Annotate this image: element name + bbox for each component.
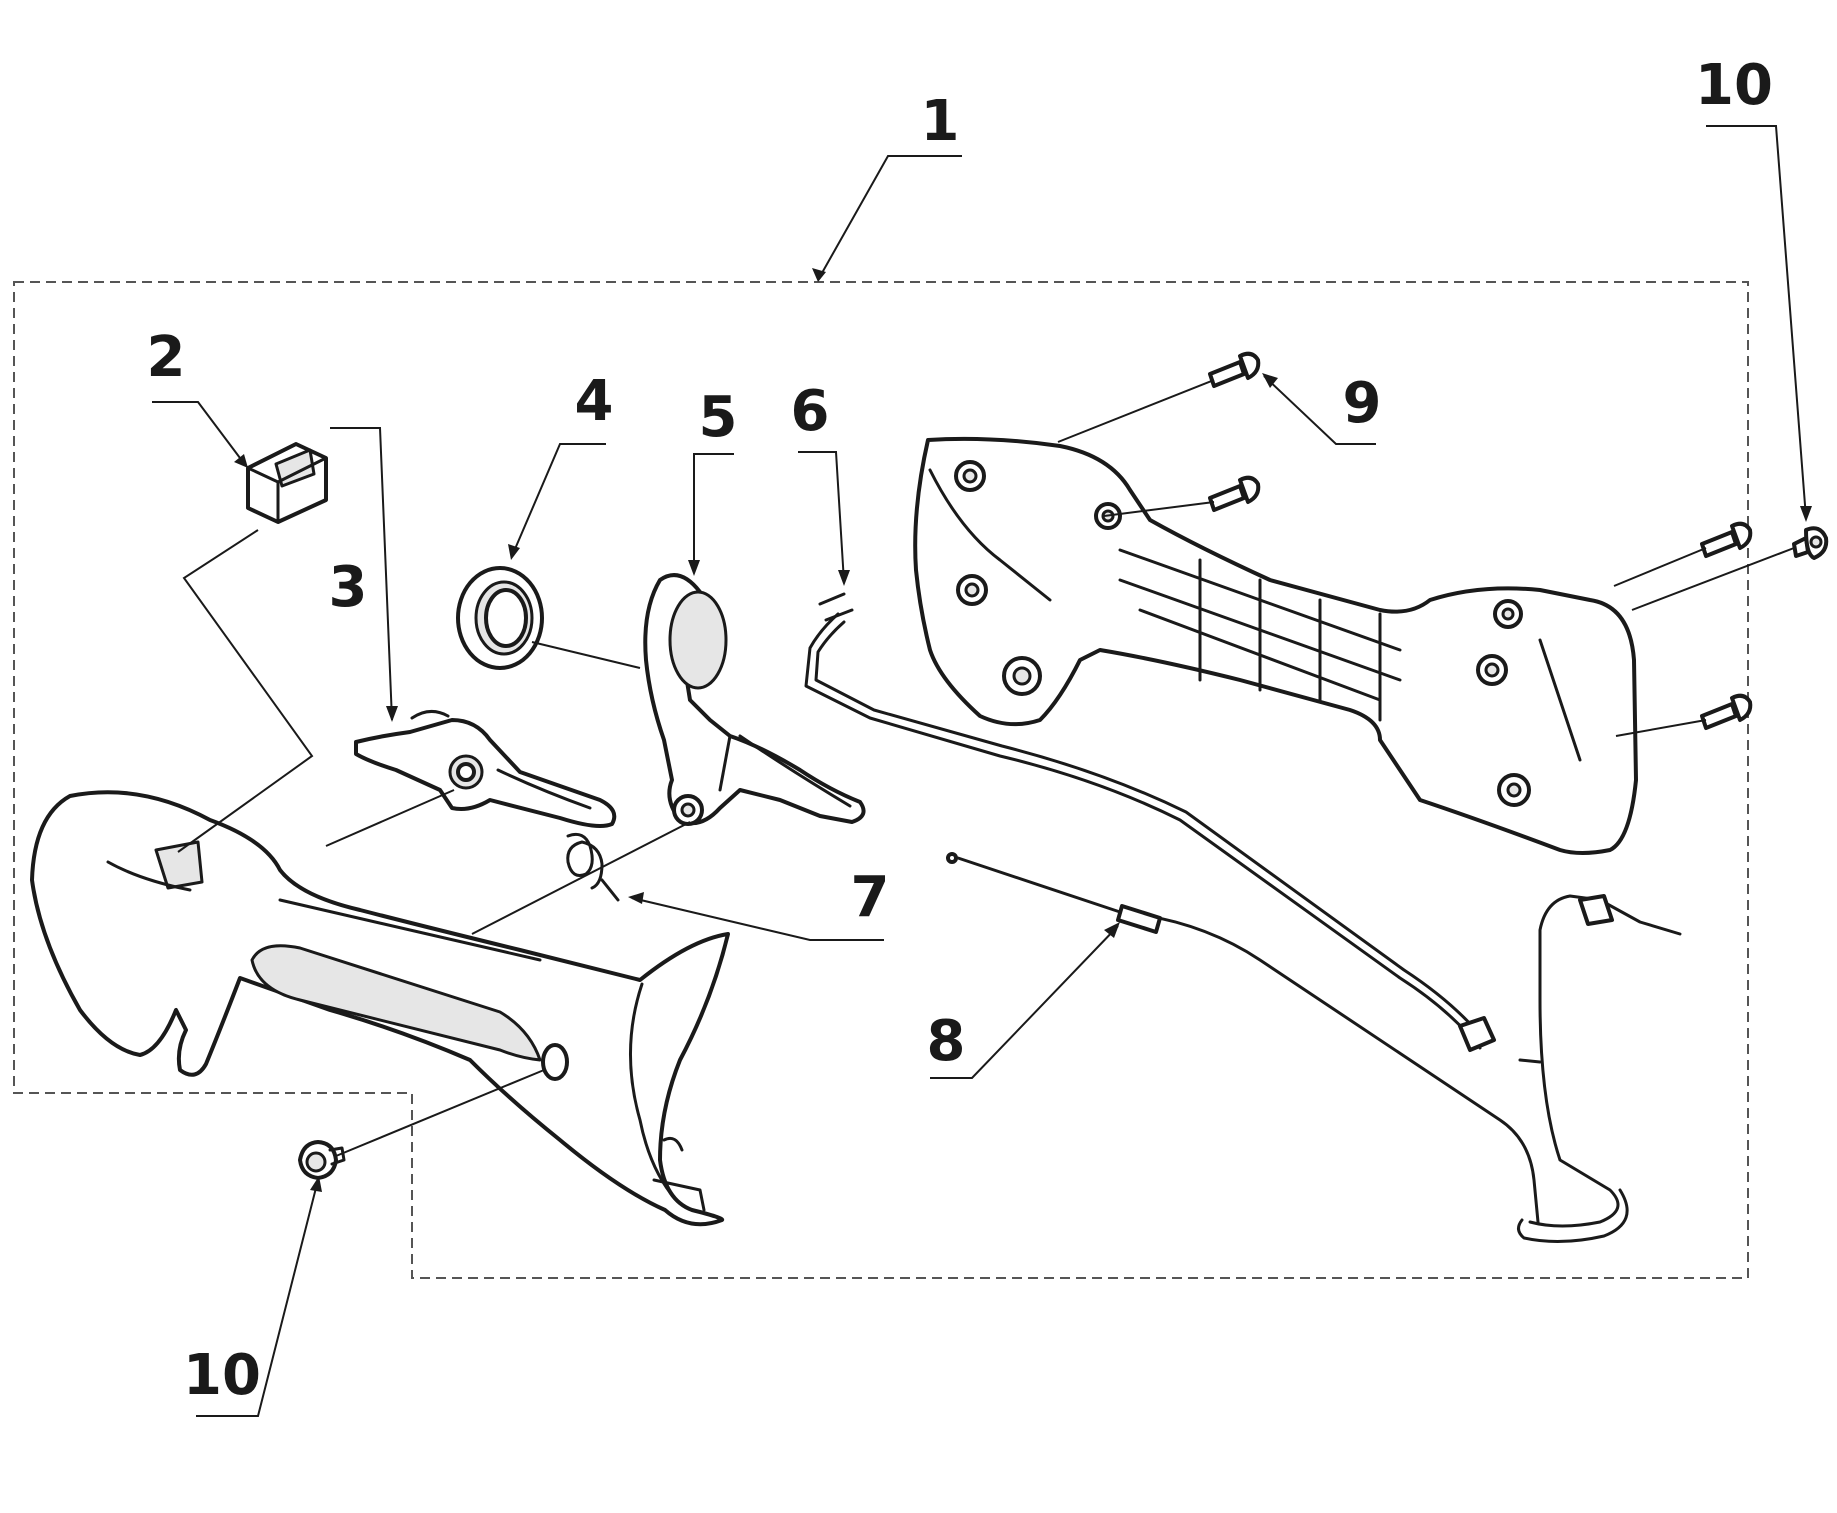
part-10-top-bolt bbox=[1792, 526, 1829, 560]
part-1-lower-handle bbox=[30, 790, 730, 1227]
callout-10-top: 10 bbox=[1695, 53, 1773, 118]
callout-2: 2 bbox=[147, 325, 186, 390]
screw-9a bbox=[1208, 351, 1261, 388]
part-5-lever-clamp bbox=[643, 573, 866, 826]
part-7-spring bbox=[566, 832, 620, 902]
callout-4: 4 bbox=[575, 369, 614, 434]
screw-9d bbox=[1700, 693, 1753, 730]
part-9-screws bbox=[1208, 351, 1753, 730]
callout-1: 1 bbox=[921, 89, 960, 154]
part-4-ring bbox=[456, 566, 544, 670]
callout-3: 3 bbox=[329, 555, 368, 620]
screw-9c bbox=[1700, 521, 1753, 558]
callout-8: 8 bbox=[927, 1009, 966, 1074]
part-8-cable bbox=[946, 852, 1682, 1244]
callout-7: 7 bbox=[851, 865, 890, 930]
callout-6: 6 bbox=[791, 379, 830, 444]
callout-10-bottom: 10 bbox=[183, 1343, 261, 1408]
part-3-trigger bbox=[354, 710, 617, 828]
assembly-boundary bbox=[13, 281, 1749, 1279]
part-9-upper-handle bbox=[913, 436, 1638, 855]
screw-9b bbox=[1208, 475, 1261, 512]
callout-5: 5 bbox=[699, 385, 738, 450]
callout-9: 9 bbox=[1343, 371, 1382, 436]
leader-lines bbox=[152, 125, 1812, 1417]
part-10-bottom-screw bbox=[298, 1140, 346, 1180]
part-2-switch bbox=[246, 442, 328, 524]
part-6-cable-rod bbox=[804, 592, 1496, 1052]
